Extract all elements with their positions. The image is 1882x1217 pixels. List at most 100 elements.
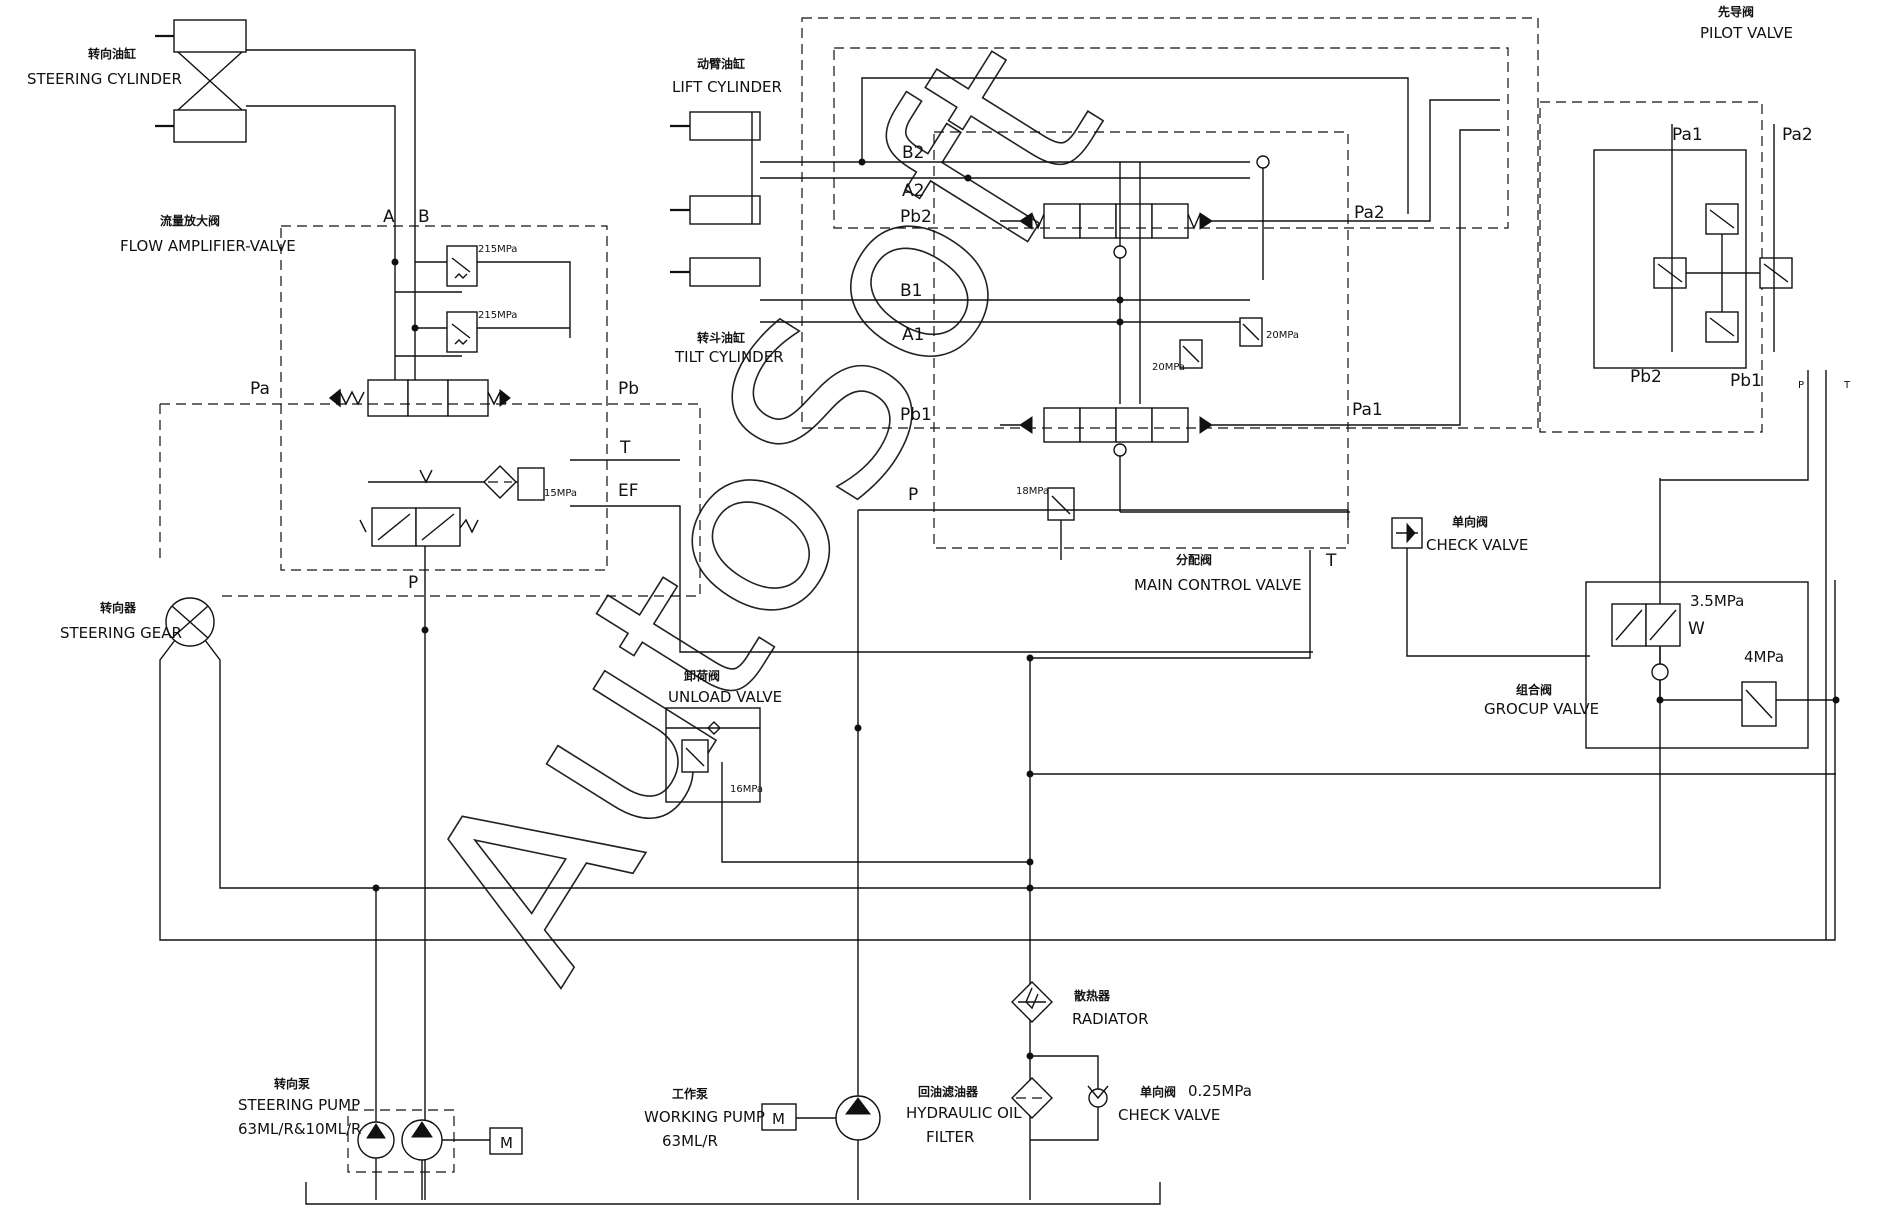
relief-215-a-label: 215MPa xyxy=(478,244,517,255)
tilt-cylinder-en: TILT CYLINDER xyxy=(674,348,784,366)
check-valve-top-en: CHECK VALVE xyxy=(1426,536,1528,554)
steering-motor xyxy=(489,1127,523,1155)
flow-amplifier-spool xyxy=(328,252,511,417)
hydraulic-filter-en2: FILTER xyxy=(926,1128,974,1146)
main-control-valve-cn: 分配阀 xyxy=(1176,552,1212,567)
port-P-flow: P xyxy=(408,573,418,593)
mcv-relief-1-label: 20MPa xyxy=(1152,362,1185,373)
mcv-relief-2-label: 20MPa xyxy=(1266,330,1299,341)
hydraulic-filter-cn: 回油滤油器 xyxy=(918,1084,979,1099)
main-control-valve-en: MAIN CONTROL VALVE xyxy=(1134,576,1302,594)
lift-cylinder-cn: 动臂油缸 xyxy=(697,56,745,71)
flow-amplifier-cn: 流量放大阀 xyxy=(160,213,220,228)
mcv-spool-2 xyxy=(1000,99,1500,239)
port-Pa1: Pa1 xyxy=(1352,400,1383,420)
port-B1: B1 xyxy=(900,281,922,301)
steering-motor-label: M xyxy=(500,1134,513,1152)
group-valve-cn: 组合阀 xyxy=(1516,682,1552,697)
tilt-cylinder xyxy=(670,257,761,287)
group-port-W: W xyxy=(1688,619,1705,639)
unload-valve-box xyxy=(665,707,761,803)
port-EF: EF xyxy=(618,481,639,501)
working-pump xyxy=(796,1095,881,1141)
relief-valve-215-a xyxy=(395,245,571,338)
line-B2-top xyxy=(861,77,1409,214)
check-valve-bottom xyxy=(1087,1085,1109,1108)
group-valve-box xyxy=(1585,581,1809,749)
line-P-working xyxy=(857,509,1349,1200)
pv-port-Pb1: Pb1 xyxy=(1730,371,1762,391)
lift-cylinder xyxy=(670,111,761,225)
mcv-relief-1 xyxy=(1179,339,1203,369)
line-T-EF xyxy=(570,459,1313,653)
working-motor-label: M xyxy=(772,1110,785,1128)
line-gear-return xyxy=(204,478,1661,889)
port-A2: A2 xyxy=(902,181,924,201)
working-pump-spec: 63ML/R xyxy=(662,1132,718,1150)
mcv-relief-2 xyxy=(1239,317,1263,347)
check-valve-bottom-cn: 单向阀 xyxy=(1140,1084,1176,1099)
line-pilot-P xyxy=(1660,370,1809,481)
flow-amplifier-filter xyxy=(368,465,545,501)
port-Pb1: Pb1 xyxy=(900,405,932,425)
junctions xyxy=(372,158,1840,1060)
pilot-dashed-outer xyxy=(801,17,1539,429)
check-valve-bottom-pressure: 0.25MPa xyxy=(1188,1082,1252,1100)
group-pressure-2: 4MPa xyxy=(1744,648,1784,666)
mcv-check-top xyxy=(1256,155,1270,169)
pilot-dashed-inner xyxy=(833,47,1509,229)
steering-cylinder-cn: 转向油缸 xyxy=(88,46,136,61)
port-Pb: Pb xyxy=(618,379,639,399)
check-valve-top-cn: 单向阀 xyxy=(1452,514,1488,529)
mcv-main-relief-label: 18MPa xyxy=(1016,486,1049,497)
hydraulic-filter-en1: HYDRAULIC OIL xyxy=(906,1104,1022,1122)
port-Pb2: Pb2 xyxy=(900,207,932,227)
port-B2: B2 xyxy=(902,143,924,163)
pv-port-Pa2: Pa2 xyxy=(1782,125,1813,145)
pilot-valve-cn: 先导阀 xyxy=(1718,4,1754,19)
steering-pump xyxy=(357,1119,490,1161)
tank-line xyxy=(305,1182,1161,1205)
working-pump-cn: 工作泵 xyxy=(672,1086,708,1101)
working-motor xyxy=(761,1103,797,1131)
steering-cylinder-en: STEERING CYLINDER xyxy=(27,70,182,88)
steering-pump-cn: 转向泵 xyxy=(274,1076,310,1091)
hydraulic-oil-filter xyxy=(1011,1055,1099,1141)
mcv-check-mid xyxy=(1113,245,1127,259)
port-Pa2: Pa2 xyxy=(1354,203,1385,223)
flow-relief-label: 15MPa xyxy=(544,488,577,499)
unload-valve-cn: 卸荷阀 xyxy=(684,668,720,683)
check-valve-top xyxy=(1391,517,1590,657)
pilot-valve-elements xyxy=(1653,203,1793,343)
group-pressure-1: 3.5MPa xyxy=(1690,592,1744,610)
port-T-mcv: T xyxy=(1325,551,1337,571)
pv-port-Pa1: Pa1 xyxy=(1672,125,1703,145)
pv-port-Pb2: Pb2 xyxy=(1630,367,1662,387)
flow-amplifier-box xyxy=(280,225,608,571)
check-valve-bottom-en: CHECK VALVE xyxy=(1118,1106,1220,1124)
steering-pump-en: STEERING PUMP xyxy=(238,1096,360,1114)
port-T: T xyxy=(619,438,631,458)
unload-relief-label: 16MPa xyxy=(730,784,763,795)
port-A: A xyxy=(383,207,395,227)
pilot-valve-en: PILOT VALVE xyxy=(1700,24,1793,42)
pv-port-P: P xyxy=(1798,380,1804,391)
steering-cylinder xyxy=(155,19,247,143)
line-return-main xyxy=(159,580,1836,941)
relief-valve-215-b xyxy=(395,311,570,357)
steering-pump-box xyxy=(347,1109,455,1173)
lift-cylinder-en: LIFT CYLINDER xyxy=(672,78,782,96)
mcv-spool-1 xyxy=(1000,129,1500,443)
group-valve-elements xyxy=(1611,603,1836,727)
radiator-en: RADIATOR xyxy=(1072,1010,1149,1028)
flow-amplifier-en: FLOW AMPLIFIER-VALVE xyxy=(120,237,296,255)
steering-gear-cn: 转向器 xyxy=(100,600,137,615)
port-B: B xyxy=(418,207,430,227)
line-cyl-B xyxy=(246,49,416,252)
pv-port-T: T xyxy=(1843,380,1851,391)
relief-215-b-label: 215MPa xyxy=(478,310,517,321)
port-Pa: Pa xyxy=(250,379,270,399)
mcv-main-relief xyxy=(1047,487,1075,560)
radiator-cn: 散热器 xyxy=(1074,988,1111,1003)
